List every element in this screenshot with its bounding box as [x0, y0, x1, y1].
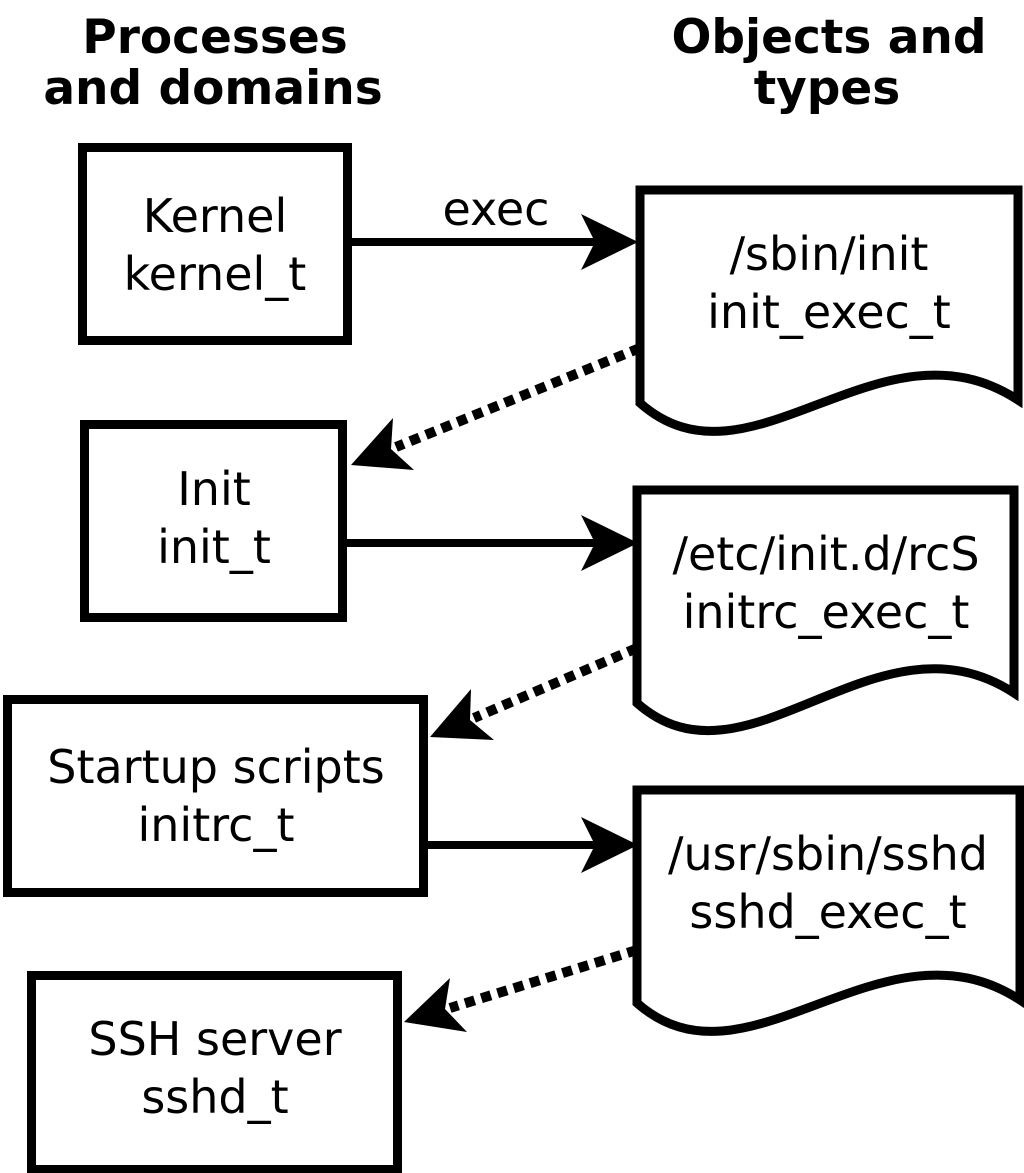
- process-type-startup-scripts: initrc_t: [138, 798, 295, 852]
- exec-arrow-initrc-to-sshd: [426, 817, 638, 873]
- process-box-init: [80, 420, 347, 622]
- header-processes-line2: and domains: [43, 61, 382, 116]
- transition-arrow-to-init: [351, 343, 642, 470]
- object-type-etc-initd-rcs: initrc_exec_t: [683, 585, 970, 639]
- transition-arrowhead-icon-3: [404, 978, 467, 1032]
- object-path-etc-initd-rcs: /etc/init.d/rcS: [672, 527, 979, 581]
- object-node-sbin-init: /sbin/init init_exec_t: [635, 185, 1023, 436]
- process-box-ssh-server: [27, 971, 402, 1173]
- process-type-init: init_t: [157, 520, 271, 574]
- exec-arrowhead-icon-3: [581, 817, 638, 873]
- header-processes-line1: Processes: [82, 10, 347, 65]
- process-name-init: Init: [177, 462, 251, 516]
- process-name-startup-scripts: Startup scripts: [47, 740, 385, 794]
- header-objects-line2: types: [754, 61, 901, 116]
- process-name-ssh-server: SSH server: [88, 1012, 341, 1066]
- process-type-kernel: kernel_t: [124, 247, 307, 301]
- transition-arrow-to-initrc: [430, 643, 639, 740]
- transition-arrowhead-icon-2: [430, 689, 494, 740]
- transition-arrow-to-sshd: [404, 945, 639, 1032]
- column-header-objects: Objects and types: [671, 10, 986, 116]
- transition-arrow-line-1: [394, 343, 642, 452]
- process-box-kernel: [78, 143, 352, 345]
- transition-arrow-line-2: [472, 643, 639, 723]
- process-box-startup-scripts: [3, 695, 428, 897]
- process-node-init: Init init_t: [80, 420, 347, 622]
- process-node-startup-scripts: Startup scripts initrc_t: [3, 695, 428, 897]
- object-path-sbin-init: /sbin/init: [730, 227, 929, 281]
- exec-arrowhead-icon-2: [581, 515, 638, 571]
- exec-arrowhead-icon-1: [581, 214, 638, 270]
- object-type-usr-sbin-sshd: sshd_exec_t: [689, 885, 966, 939]
- object-node-usr-sbin-sshd: /usr/sbin/sshd sshd_exec_t: [632, 785, 1024, 1036]
- object-path-usr-sbin-sshd: /usr/sbin/sshd: [668, 827, 988, 881]
- process-node-ssh-server: SSH server sshd_t: [27, 971, 402, 1173]
- column-header-processes: Processes and domains: [43, 10, 382, 116]
- header-objects-line1: Objects and: [671, 10, 986, 65]
- process-type-ssh-server: sshd_t: [141, 1070, 288, 1124]
- object-doc-shape-sbin-init: [635, 185, 1023, 436]
- exec-arrow-init-to-rcs: [345, 515, 638, 571]
- transition-arrowhead-icon-1: [351, 418, 414, 470]
- object-doc-shape-etc-initd-rcs: [632, 485, 1019, 736]
- exec-edge-label: exec: [443, 182, 550, 236]
- process-name-kernel: Kernel: [143, 189, 288, 243]
- exec-arrow-kernel-to-sbin-init: exec: [346, 182, 638, 270]
- object-type-sbin-init: init_exec_t: [707, 285, 951, 339]
- object-doc-shape-usr-sbin-sshd: [632, 785, 1024, 1036]
- process-node-kernel: Kernel kernel_t: [78, 143, 352, 345]
- object-node-etc-initd-rcs: /etc/init.d/rcS initrc_exec_t: [632, 485, 1019, 736]
